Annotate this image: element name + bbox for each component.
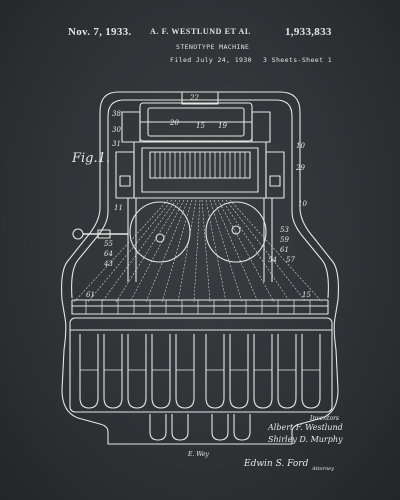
attorney-caption: Attorney — [311, 466, 334, 472]
left-gear — [129, 201, 191, 263]
inventor-header: A. F. WESTLUND ET AL — [150, 27, 251, 36]
ref-number: 29 — [295, 164, 305, 172]
ref-number: 15 — [196, 122, 205, 130]
inventors-caption: Inventors — [309, 415, 339, 422]
filed-date: Filed July 24, 1930 — [170, 56, 252, 64]
ref-number: 10 — [298, 200, 307, 208]
ref-number: 19 — [218, 122, 227, 130]
thumb-key-row — [149, 414, 251, 441]
upper-key-row — [79, 334, 321, 409]
right-gear — [205, 201, 267, 263]
ref-number: 30 — [112, 126, 121, 134]
machine-body-outline — [61, 91, 339, 445]
ref-number: 53 — [280, 226, 289, 234]
ref-number: 22 — [189, 94, 199, 102]
ref-number: 38 — [112, 110, 121, 118]
ref-number: 61 — [280, 246, 289, 254]
ref-number: 10 — [296, 142, 305, 150]
ref-number: 64 — [104, 250, 113, 258]
ref-number: 43 — [103, 260, 113, 268]
ref-number: 20 — [169, 119, 179, 127]
ref-number: 15 — [302, 291, 311, 299]
sheet-count: 3 Sheets-Sheet 1 — [263, 56, 333, 64]
inventor-name: Albert F. Westlund — [267, 423, 343, 432]
adjustment-knob — [72, 228, 84, 240]
reference-numbers: 22 20 15 19 38 30 31 10 29 11 55 64 43 1… — [86, 94, 311, 299]
ref-number: 61 — [86, 291, 95, 299]
patent-title: STENOTYPE MACHINE — [176, 43, 250, 51]
ref-number: 55 — [104, 240, 113, 248]
attorney-signature: Edwin S. Ford — [243, 459, 309, 469]
witness-signature: E. Wey — [187, 451, 209, 458]
patent-number: 1,933,833 — [285, 26, 332, 38]
keyboard-frame — [69, 317, 333, 413]
figure-label: Fig.1. — [71, 151, 110, 166]
ref-number: 11 — [114, 204, 123, 212]
patent-date: Nov. 7, 1933. — [68, 26, 132, 38]
inventor-name: Shirley D. Murphy — [268, 435, 343, 444]
ref-number: 54 — [268, 256, 277, 264]
ref-number: 59 — [280, 236, 289, 244]
key-linkage-fan — [73, 199, 323, 303]
ref-number: 31 — [112, 140, 121, 148]
ref-number: 57 — [286, 256, 295, 264]
